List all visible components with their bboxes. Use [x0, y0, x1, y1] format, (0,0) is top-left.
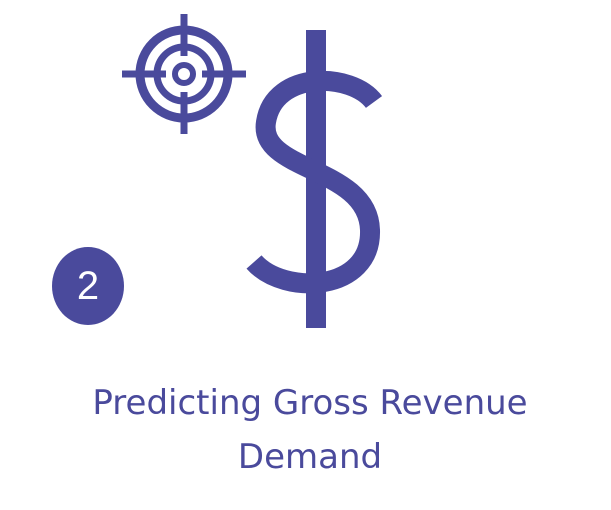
caption-line-1: Predicting Gross Revenue [92, 383, 528, 423]
step-number: 2 [76, 264, 100, 308]
caption-line-2: Demand [237, 437, 383, 477]
dollar-sign-icon [246, 30, 383, 328]
step-number-badge: 2 [52, 247, 124, 325]
target-icon [122, 14, 246, 134]
caption-title: Predicting Gross Revenue Demand [40, 376, 580, 484]
